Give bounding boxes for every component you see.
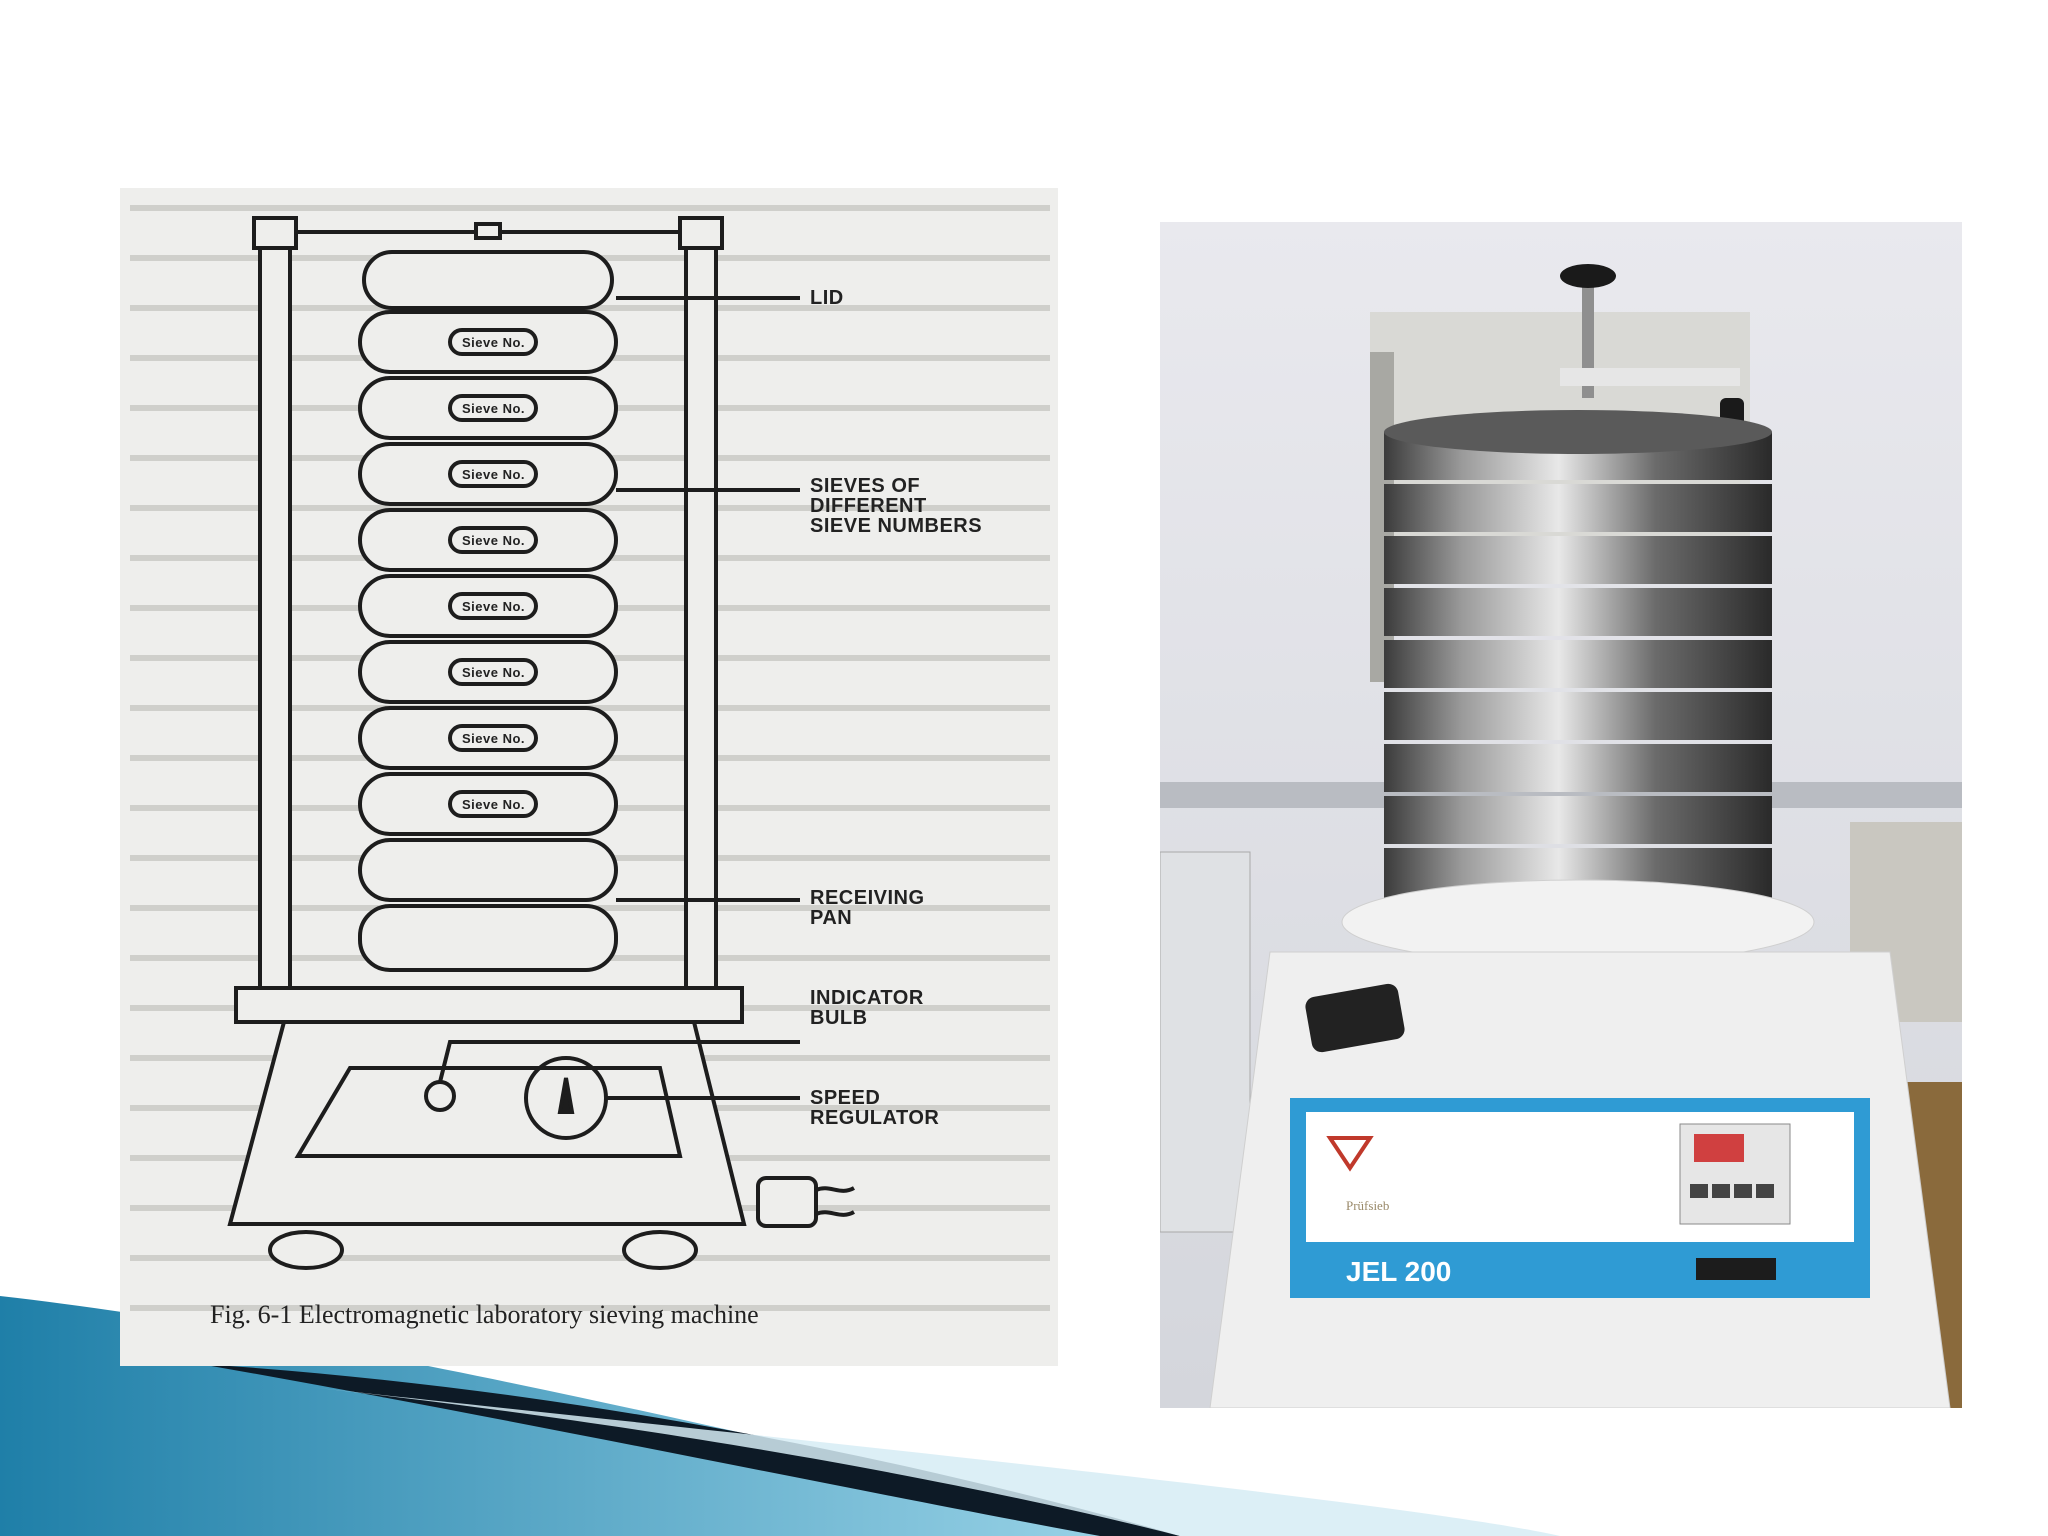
label-indicator-bulb: INDICATOR BULB [810, 987, 924, 1029]
label-sieves: SIEVES OF DIFFERENT SIEVE NUMBERS [810, 475, 983, 537]
sieve-tag: Sieve No. [462, 335, 526, 350]
sieve-tag: Sieve No. [462, 599, 526, 614]
sieve-shaker-photo: Prüfsieb JEL 200 [1160, 222, 1962, 1408]
sieve-tag: Sieve No. [462, 731, 526, 746]
brand-small-label: Prüfsieb [1346, 1198, 1390, 1213]
sieving-machine-diagram: LID SIEVES OF DIFFERENT SIEVE NUMBERS RE… [120, 188, 1058, 1366]
model-label: JEL 200 [1346, 1256, 1452, 1287]
sieve-tag: Sieve No. [462, 401, 526, 416]
sieve-tag: Sieve No. [462, 467, 526, 482]
sieve-tag: Sieve No. [462, 797, 526, 812]
label-receiving-pan: RECEIVING PAN [810, 887, 925, 929]
label-lid: LID [810, 287, 844, 309]
sieve-tag: Sieve No. [462, 533, 526, 548]
figure-caption: Fig. 6-1 Electromagnetic laboratory siev… [210, 1300, 759, 1329]
label-speed-regulator: SPEED REGULATOR [810, 1087, 940, 1129]
sieve-tag: Sieve No. [462, 665, 526, 680]
